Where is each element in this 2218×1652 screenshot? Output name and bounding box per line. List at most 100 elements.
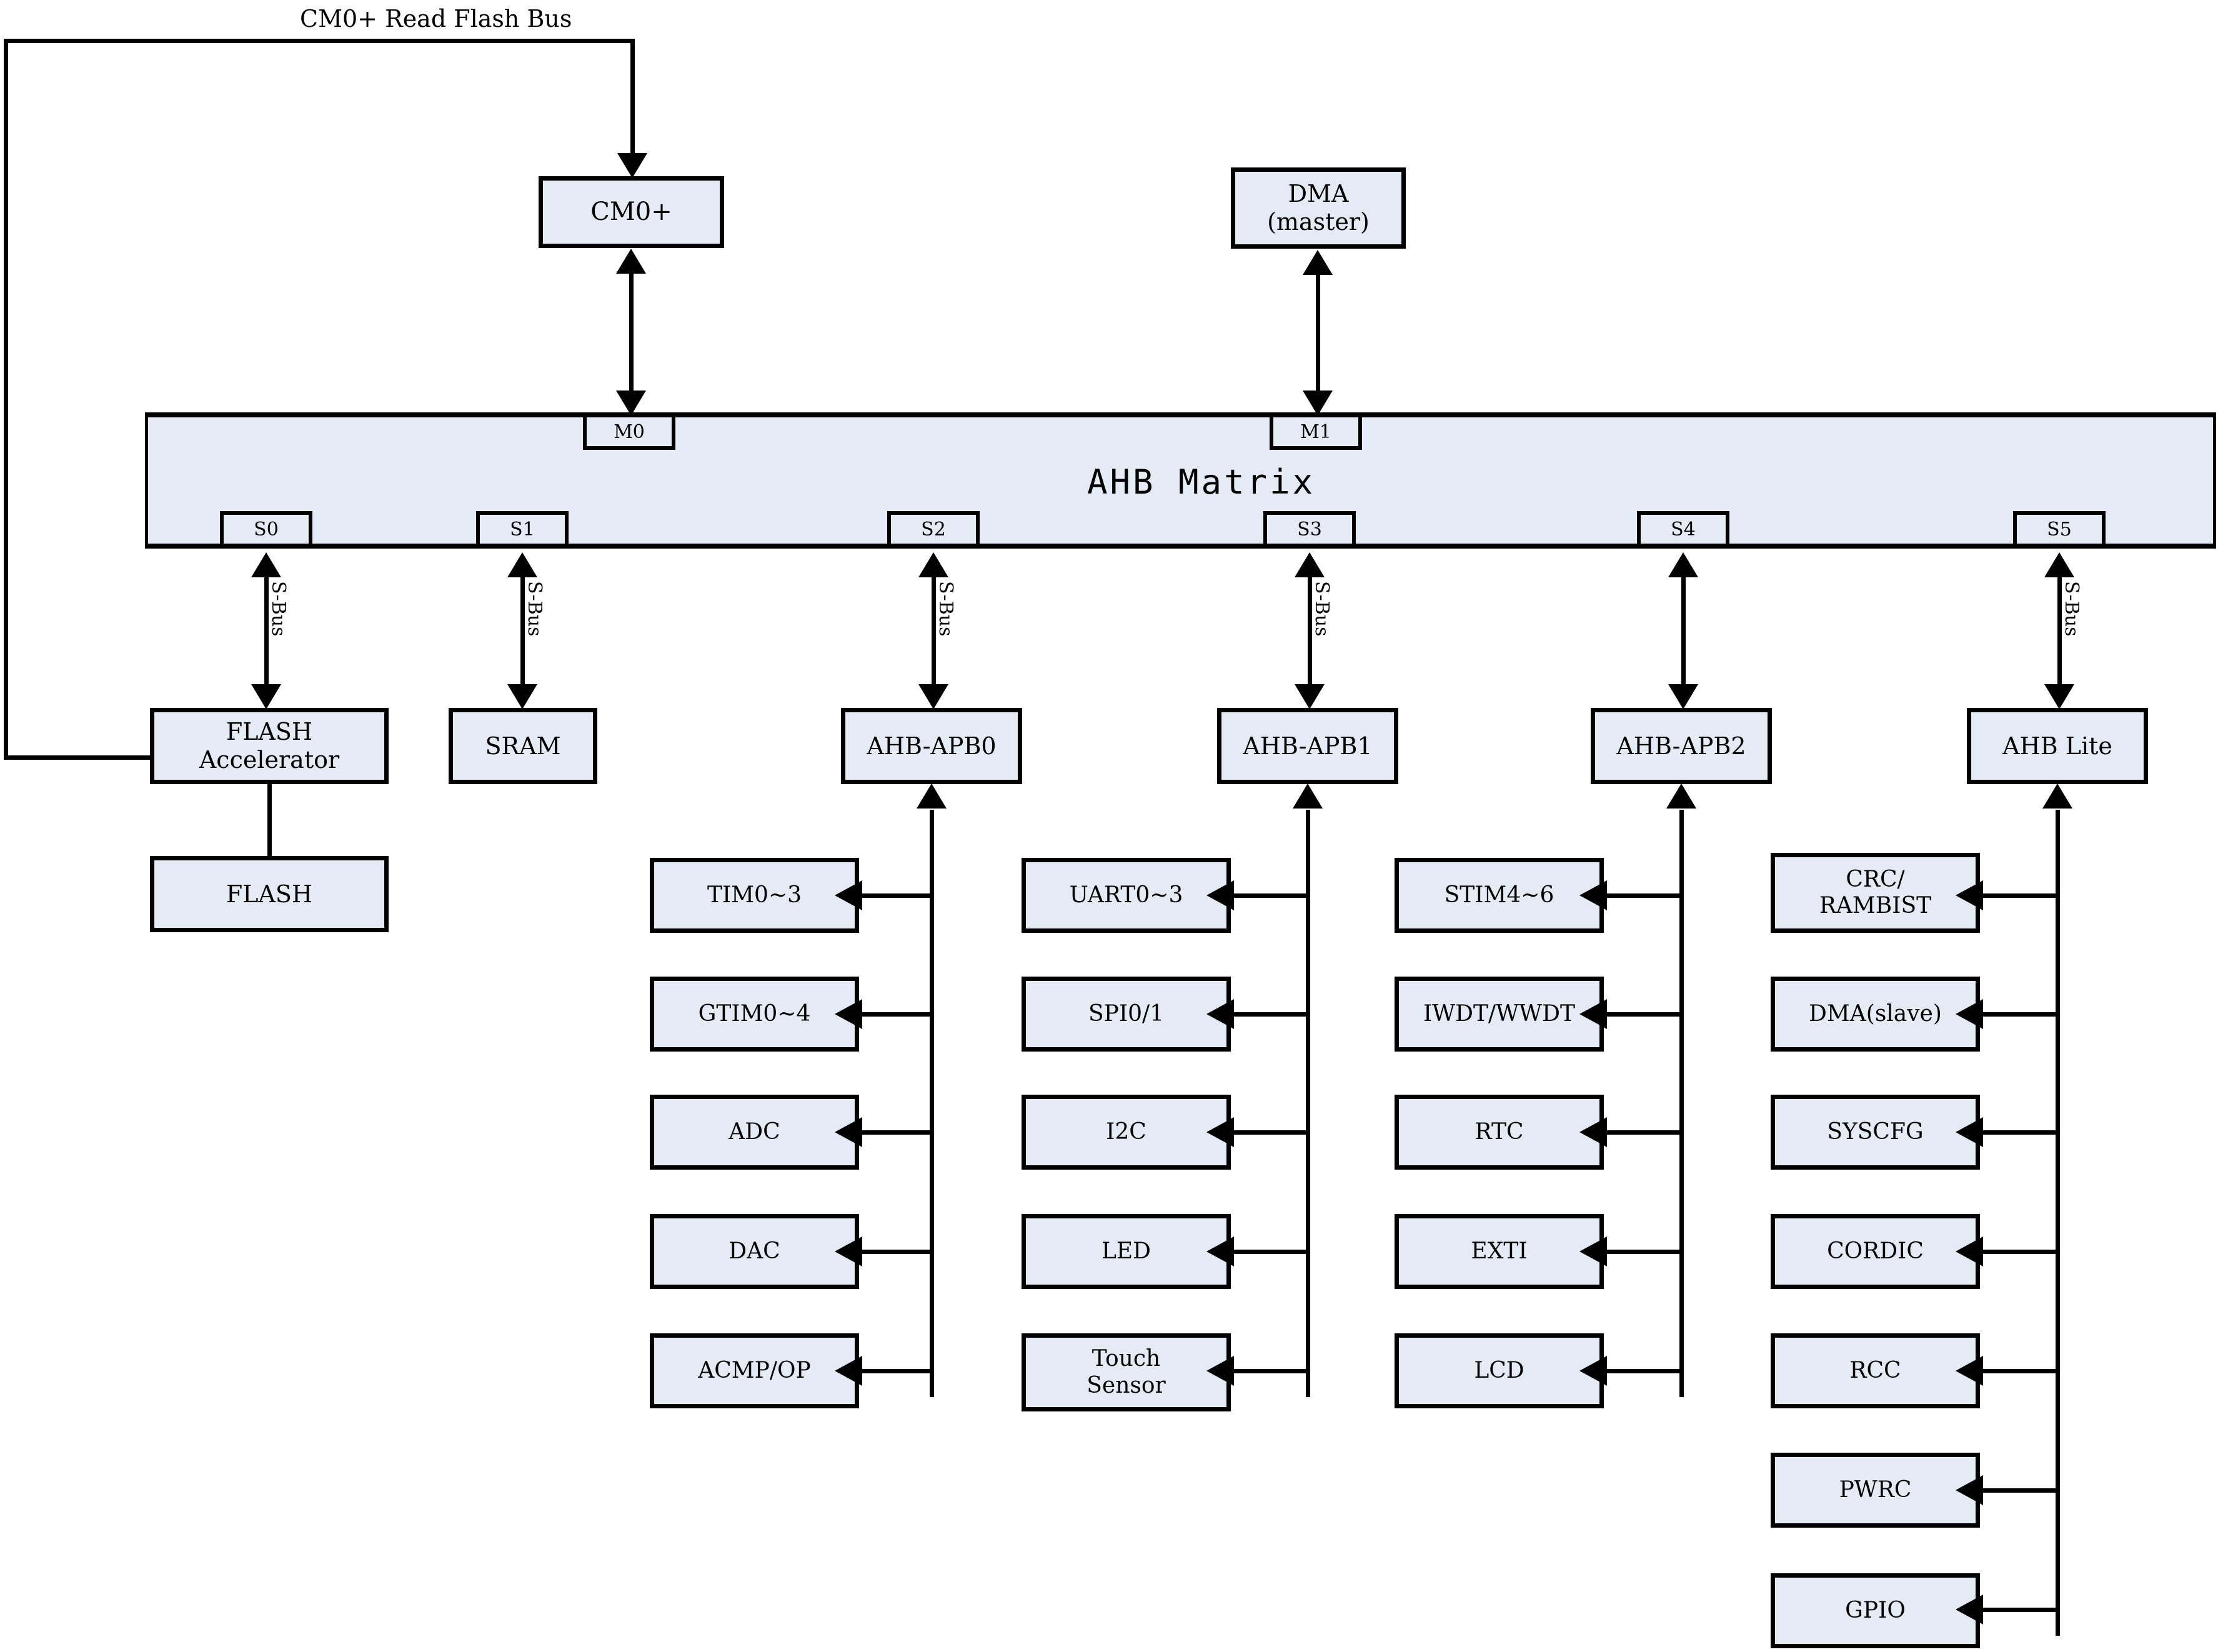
apb1-arrowhead-2-icon [1206,1117,1234,1147]
ahblite-branch-2 [1983,1130,2058,1135]
sbus-label-s2: S-Bus [935,581,957,637]
ahblite-branch-0 [1983,893,2058,898]
block-syscfg[interactable]: SYSCFG [1771,1095,1980,1170]
sbus-link-s1 [520,574,525,699]
cm0p-m0-link [629,269,634,412]
apb0-branch-0 [862,893,932,898]
ahblite-peripheral-trunk [2056,810,2060,1636]
sbus-link-s0 [264,574,269,699]
block-i2c[interactable]: I2C [1022,1095,1231,1170]
block-stim4-6[interactable]: STIM4~6 [1395,858,1604,933]
apb2-branch-3 [1607,1250,1682,1254]
read-flash-bus-bottom-segment [4,755,154,760]
ahblite-trunk-arrowhead-up-icon [2042,784,2072,809]
ahblite-arrowhead-1-icon [1956,999,1983,1029]
block-ahb-apb0[interactable]: AHB-APB0 [841,708,1022,784]
block-tim0-3[interactable]: TIM0~3 [650,858,859,933]
block-led[interactable]: LED [1022,1214,1231,1289]
block-exti[interactable]: EXTI [1395,1214,1604,1289]
block-iwdt-wwdt[interactable]: IWDT/WWDT [1395,977,1604,1052]
apb2-arrowhead-2-icon [1579,1117,1607,1147]
block-cm0p[interactable]: CM0+ [539,176,724,248]
block-cordic[interactable]: CORDIC [1771,1214,1980,1289]
sbus-link-s4 [1681,574,1686,699]
matrix-port-s3[interactable]: S3 [1263,511,1356,547]
apb0-branch-1 [862,1012,932,1017]
block-uart0-3[interactable]: UART0~3 [1022,858,1231,933]
apb0-arrowhead-4-icon [835,1356,862,1386]
dma-m1-arrowhead-up-icon [1303,250,1333,275]
block-spi0-1[interactable]: SPI0/1 [1022,977,1231,1052]
block-dac[interactable]: DAC [650,1214,859,1289]
sbus-s3-arrowhead-up-icon [1295,552,1325,577]
ahblite-arrowhead-4-icon [1956,1356,1983,1386]
ahb-matrix-bar[interactable] [145,412,2216,549]
block-acmp-op[interactable]: ACMP/OP [650,1333,859,1408]
ahblite-arrowhead-0-icon [1956,880,1983,910]
apb1-arrowhead-4-icon [1206,1356,1234,1386]
block-flash[interactable]: FLASH [150,856,389,932]
sbus-label-s1: S-Bus [524,581,545,637]
matrix-port-s5[interactable]: S5 [2013,511,2106,547]
sbus-label-s0: S-Bus [267,581,289,637]
sbus-s2-arrowhead-up-icon [918,552,948,577]
block-sram[interactable]: SRAM [449,708,597,784]
apb2-arrowhead-4-icon [1579,1356,1607,1386]
block-ahb-lite[interactable]: AHB Lite [1967,708,2148,784]
cm0p-m0-arrowhead-down-icon [616,391,646,415]
read-flash-bus-right-segment [630,39,635,164]
block-rcc[interactable]: RCC [1771,1333,1980,1408]
apb1-branch-4 [1234,1369,1308,1373]
block-rtc[interactable]: RTC [1395,1095,1604,1170]
read-flash-bus-top-segment [4,39,635,43]
ahblite-arrowhead-3-icon [1956,1237,1983,1266]
sbus-s1-arrowhead-up-icon [507,552,537,577]
block-pwrc[interactable]: PWRC [1771,1453,1980,1528]
block-gtim0-4[interactable]: GTIM0~4 [650,977,859,1052]
apb1-arrowhead-3-icon [1206,1237,1234,1266]
sbus-s0-arrowhead-down-icon [251,684,281,709]
block-ahb-apb1[interactable]: AHB-APB1 [1217,708,1398,784]
apb1-branch-2 [1234,1130,1308,1135]
block-lcd[interactable]: LCD [1395,1333,1604,1408]
ahblite-branch-4 [1983,1369,2058,1373]
read-flash-bus-left-segment [4,39,8,759]
apb0-branch-3 [862,1250,932,1254]
apb0-peripheral-trunk [930,810,934,1397]
apb0-trunk-arrowhead-up-icon [917,784,947,809]
apb1-branch-1 [1234,1012,1308,1017]
apb1-branch-3 [1234,1250,1308,1254]
block-dma-slave[interactable]: DMA(slave) [1771,977,1980,1052]
apb1-arrowhead-1-icon [1206,999,1234,1029]
ahblite-arrowhead-6-icon [1956,1595,1983,1625]
block-touch-sensor[interactable]: Touch Sensor [1022,1333,1231,1411]
block-dma-master[interactable]: DMA (master) [1231,167,1406,249]
block-flash-accelerator[interactable]: FLASH Accelerator [150,708,389,784]
matrix-port-s2[interactable]: S2 [887,511,980,547]
matrix-port-s0[interactable]: S0 [220,511,312,547]
block-ahb-apb2[interactable]: AHB-APB2 [1591,708,1772,784]
matrix-port-m0[interactable]: M0 [583,414,675,450]
block-crc-rambist[interactable]: CRC/ RAMBIST [1771,853,1980,933]
cm0p-m0-arrowhead-up-icon [616,249,646,274]
sbus-label-s3: S-Bus [1311,581,1333,637]
ahblite-arrowhead-5-icon [1956,1475,1983,1505]
top-bus-label: CM0+ Read Flash Bus [300,5,572,32]
read-flash-bus-arrowhead-icon [617,153,647,178]
matrix-port-m1[interactable]: M1 [1270,414,1362,450]
ahblite-branch-1 [1983,1012,2058,1017]
matrix-port-s4[interactable]: S4 [1637,511,1729,547]
block-gpio[interactable]: GPIO [1771,1573,1980,1648]
apb2-branch-4 [1607,1369,1682,1373]
apb2-peripheral-trunk [1679,810,1684,1397]
block-adc[interactable]: ADC [650,1095,859,1170]
sbus-link-s5 [2057,574,2062,699]
sbus-link-s3 [1308,574,1312,699]
sbus-s2-arrowhead-down-icon [918,684,948,709]
sbus-s1-arrowhead-down-icon [507,684,537,709]
apb2-trunk-arrowhead-up-icon [1666,784,1696,809]
apb1-arrowhead-0-icon [1206,880,1234,910]
matrix-port-s1[interactable]: S1 [476,511,569,547]
apb0-arrowhead-2-icon [835,1117,862,1147]
